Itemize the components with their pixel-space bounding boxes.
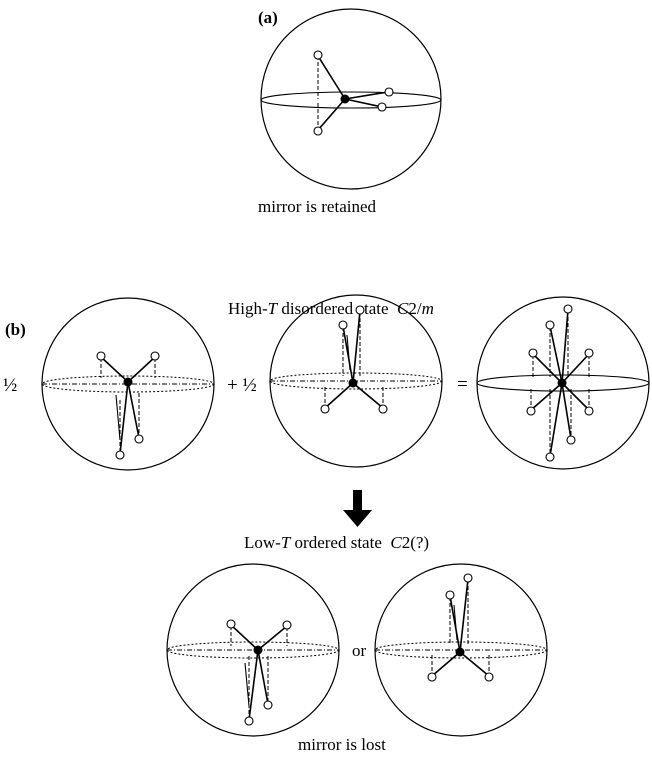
ligand-atom	[384, 87, 394, 97]
plus-half: + ½	[227, 375, 257, 396]
bond	[449, 595, 461, 653]
ligand-atom	[566, 435, 576, 445]
bond	[549, 325, 563, 384]
bond	[127, 381, 140, 439]
low-t-title: Low-T ordered state C2(?)	[244, 533, 429, 552]
bond	[431, 651, 461, 677]
bond	[561, 382, 572, 440]
equals-sign: =	[457, 374, 468, 395]
ligand-atom	[528, 348, 538, 358]
central-atom	[253, 645, 263, 655]
ligand-atom	[355, 305, 365, 315]
sphere-b1	[41, 297, 215, 471]
bond-projection	[244, 662, 250, 707]
ligand-atom	[134, 434, 144, 444]
ligand-atom	[282, 620, 292, 630]
ligand-atom	[313, 126, 323, 136]
bond	[352, 310, 361, 384]
down-arrow-icon	[343, 490, 372, 527]
central-atom	[348, 378, 358, 388]
ligand-atom	[545, 452, 555, 462]
coefficient-half: ½	[3, 375, 17, 396]
bond-projection	[346, 334, 351, 371]
bond	[459, 578, 469, 653]
sphere-b3	[476, 296, 650, 470]
ligand-atom	[150, 351, 160, 361]
bond	[342, 325, 354, 384]
mirror-plane	[260, 91, 442, 109]
central-atom	[455, 647, 465, 657]
bond	[532, 353, 563, 384]
central-atom	[340, 94, 350, 104]
bond	[549, 382, 563, 457]
sphere-b2	[269, 294, 443, 468]
panel-b-caption: mirror is lost	[298, 735, 386, 754]
bond	[257, 649, 269, 705]
sphere-outline	[166, 563, 340, 737]
sphere-b5	[374, 563, 548, 737]
bond	[230, 624, 259, 651]
ligand-atom	[320, 404, 330, 414]
bond-projection	[453, 604, 458, 641]
ligand-atom	[263, 700, 273, 710]
ligand-atom	[377, 102, 387, 112]
ligand-atom	[313, 50, 323, 60]
ligand-atom	[115, 450, 125, 460]
panel-b-label: (b)	[5, 320, 26, 339]
bond-projection	[115, 394, 121, 441]
ligand-atom	[96, 351, 106, 361]
bond	[344, 98, 383, 108]
ligand-atom	[378, 404, 388, 414]
ligand-atom	[226, 619, 236, 629]
bond	[459, 651, 490, 677]
bond	[324, 382, 354, 409]
bond	[561, 382, 590, 411]
bond	[248, 649, 259, 721]
bond	[317, 55, 346, 100]
bond	[317, 98, 346, 131]
ligand-atom	[584, 348, 594, 358]
ligand-atom	[484, 672, 494, 682]
ligand-atom	[338, 320, 348, 330]
central-atom	[557, 378, 567, 388]
ligand-atom	[244, 716, 254, 726]
ligand-atom	[445, 590, 455, 600]
ligand-atom	[463, 573, 473, 583]
ligand-atom	[563, 304, 573, 314]
ligand-atom	[545, 320, 555, 330]
bond	[530, 382, 563, 411]
sphere-b4	[166, 563, 340, 737]
bond	[127, 356, 156, 383]
bond	[352, 382, 384, 409]
ligand-atom	[584, 406, 594, 416]
central-atom	[123, 377, 133, 387]
bond	[344, 91, 389, 100]
high-t-title: High-T disordered state C2/m	[228, 299, 434, 318]
bond	[100, 356, 129, 383]
panel-a-caption: mirror is retained	[258, 197, 377, 216]
sphere-a	[260, 8, 442, 190]
bond	[119, 381, 129, 455]
ligand-atom	[526, 406, 536, 416]
sphere-outline	[260, 8, 442, 190]
bond	[257, 625, 288, 651]
bond	[561, 353, 590, 384]
ligand-atom	[427, 672, 437, 682]
bond	[561, 309, 569, 384]
or-label: or	[352, 641, 367, 660]
panel-a-label: (a)	[258, 8, 278, 27]
